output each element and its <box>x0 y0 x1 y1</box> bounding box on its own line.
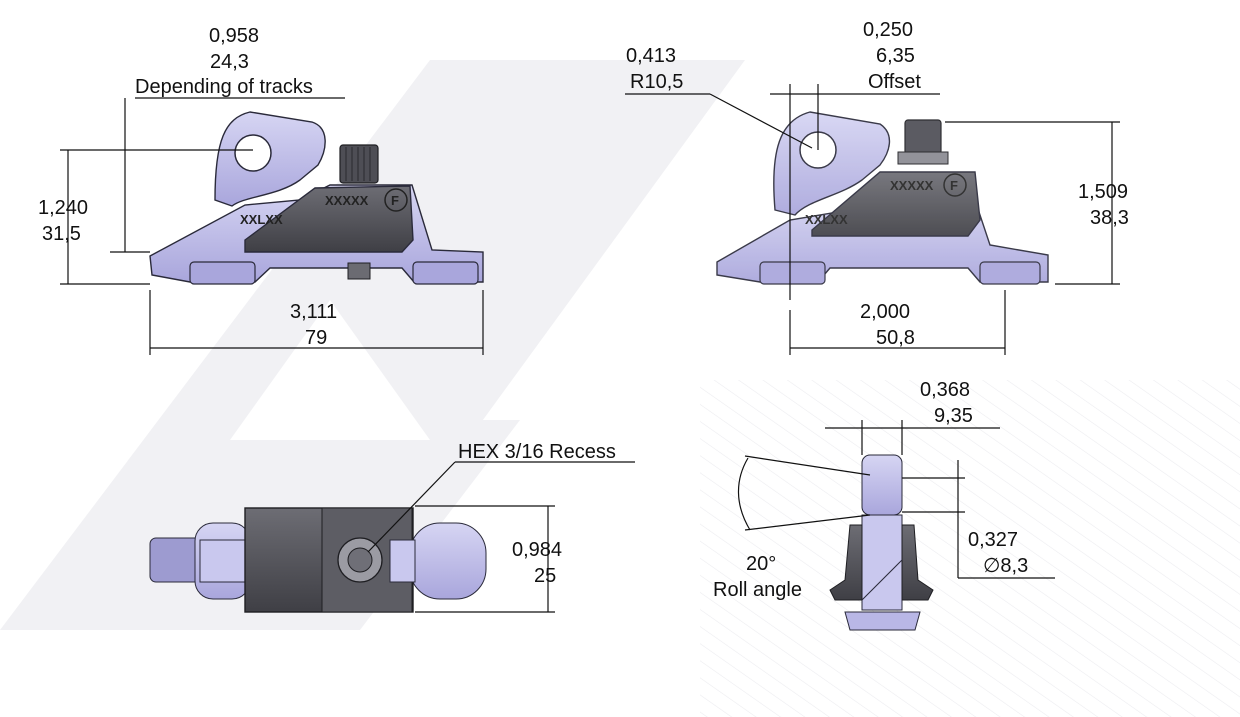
section-width-inch: 0,368 <box>920 379 970 401</box>
marking-xxlxx: XXLXX <box>240 212 283 227</box>
section-width-mm: 9,35 <box>934 405 973 427</box>
dimension-lines-left <box>60 97 484 355</box>
section-diameter-inch: 0,327 <box>968 529 1018 551</box>
marking-xxxxx: XXXXX <box>325 193 369 208</box>
width-left-mm: 79 <box>305 327 327 349</box>
dimension-lines-top <box>367 461 635 613</box>
pivot-note: Depending of tracks <box>135 76 313 98</box>
marking-xxlxx-right: XXLXX <box>805 212 848 227</box>
dimension-lines-right <box>625 84 1120 355</box>
offset-note: Offset <box>868 71 921 93</box>
pivot-inch: 0,958 <box>209 25 259 47</box>
hex-recess-label: HEX 3/16 Recess <box>458 441 616 463</box>
pivot-mm: 24,3 <box>210 51 249 73</box>
wheelbase-mm: 50,8 <box>876 327 915 349</box>
offset-mm: 6,35 <box>876 45 915 67</box>
section-diameter-mm: ∅8,3 <box>983 555 1028 577</box>
marking-f-right: F <box>950 178 958 193</box>
top-view <box>149 507 487 613</box>
watermark-logo <box>0 60 1240 717</box>
marking-xxxxx-right: XXXXX <box>890 178 934 193</box>
radius-mm: R10,5 <box>630 71 683 93</box>
offset-inch: 0,250 <box>863 19 913 41</box>
section-view <box>829 454 934 631</box>
height-right-inch: 1,509 <box>1078 181 1128 203</box>
pivot-hole <box>234 134 272 172</box>
wheelbase-inch: 2,000 <box>860 301 910 323</box>
depth-inch: 0,984 <box>512 539 562 561</box>
roll-angle-value: 20° <box>746 553 776 575</box>
width-left-inch: 3,111 <box>290 301 337 323</box>
roll-angle-label: Roll angle <box>713 579 802 601</box>
side-view-left: F XXXXX XXLXX <box>149 111 484 285</box>
dimension-lines-section <box>737 420 1055 579</box>
height-right-mm: 38,3 <box>1090 207 1129 229</box>
side-view-right: F XXXXX XXLXX <box>716 111 1049 285</box>
radius-inch: 0,413 <box>626 45 676 67</box>
height-left-inch: 1,240 <box>38 197 88 219</box>
marking-f: F <box>391 193 399 208</box>
depth-mm: 25 <box>534 565 556 587</box>
height-left-mm: 31,5 <box>42 223 81 245</box>
